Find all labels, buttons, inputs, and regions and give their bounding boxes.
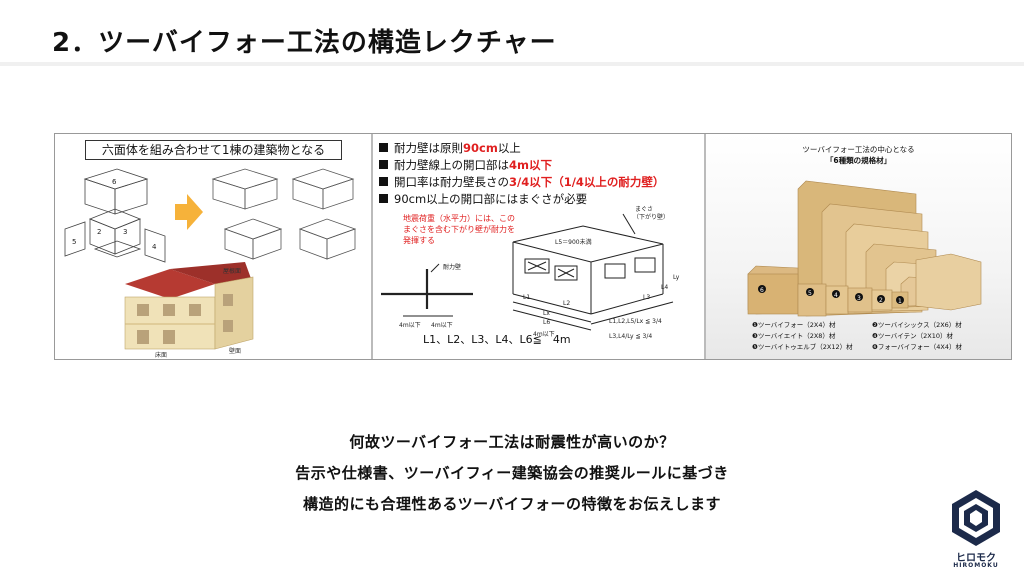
hanging-wall-label: （下がり壁） [633, 214, 670, 221]
message-line: 告示や仕様書、ツーバイフィー建築協会の推奨ルールに基づき [295, 464, 729, 482]
figure-strip: 6 2 3 5 4 [54, 133, 1012, 360]
lumber-number: 1 [898, 298, 902, 305]
logo-wordmark-en: HIROMOKU [953, 562, 999, 569]
dimension-label: 4m以下 [399, 322, 421, 329]
rules-panel: 耐力壁は原則90cm以上 耐力壁線上の開口部は4m以下 開口率は耐力壁長さの3/… [373, 134, 704, 359]
rule-item: 耐力壁線上の開口部は4m以下 [379, 157, 699, 174]
opening-formula: L1、L2、L3、L4、L6≦ 4m [423, 333, 571, 346]
lumber-number: 6 [760, 287, 764, 294]
title-divider [0, 62, 1024, 66]
arrow-right-icon [175, 194, 203, 230]
box-number: 4 [152, 243, 157, 251]
dimension-label: 4m以下 [431, 322, 453, 329]
legend-item: ❶ツーバイフォー（2X4）材 [752, 321, 836, 329]
lumber-panel: ツーバイフォー工法の中心となる 「6種類の規格材」 [706, 134, 1011, 359]
dimension-label: 4m以下 [533, 331, 555, 338]
legend-item: ❺ツーバイトゥエルブ（2X12）材 [752, 343, 853, 351]
rule-item: 開口率は耐力壁長さの3/4以下（1/4以上の耐力壁） [379, 174, 699, 191]
key-message: 何故ツーバイフォー工法は耐震性が高いのか？ 告示や仕様書、ツーバイフィー建築協会… [0, 427, 1024, 520]
bearing-wall-diagram [381, 213, 674, 331]
ratio-formula: L1,L2,L5/Lx ≦ 3/4 [609, 318, 662, 325]
lumber-heading: ツーバイフォー工法の中心となる 「6種類の規格材」 [802, 145, 915, 165]
dimension-label: Ly [673, 274, 680, 281]
seismic-note: 地震荷重（水平力）には、この まぐさを含む下がり壁が耐力を 発揮する [403, 214, 515, 245]
dimension-label: L5＝900未満 [555, 239, 592, 246]
box-number: 3 [123, 228, 127, 236]
hexahedron-illustration: 6 2 3 5 4 [64, 168, 357, 350]
lumber-number: 2 [879, 297, 883, 304]
box-number: 6 [112, 178, 117, 186]
logo-wordmark-jp: ヒロモク [956, 553, 996, 564]
ratio-formula: L3,L4/Ly ≦ 3/4 [609, 333, 653, 340]
rule-list: 耐力壁は原則90cm以上 耐力壁線上の開口部は4m以下 開口率は耐力壁長さの3/… [379, 140, 699, 208]
dimension-label: L4 [661, 284, 669, 291]
legend-item: ❹ツーバイテン（2X10）材 [872, 332, 953, 340]
hiromoku-logo-icon [952, 490, 1000, 546]
legend-item: ❸ツーバイエイト（2X8）材 [752, 332, 836, 340]
dimension-label: L2 [563, 300, 571, 307]
dimension-label: L3 [643, 294, 651, 301]
hexahedron-panel: 6 2 3 5 4 [55, 134, 371, 359]
dimension-label: L1 [523, 294, 531, 301]
roof-label: 屋根面 [223, 268, 242, 275]
lumber-number: 4 [834, 292, 838, 299]
lumber-legend: ❶ツーバイフォー（2X4）材 ❷ツーバイシックス（2X6）材 ❸ツーバイエイト（… [752, 320, 992, 352]
box-number: 5 [72, 238, 76, 246]
lumber-photo: 6 5 4 3 2 1 [747, 180, 982, 317]
legend-item: ❻フォーバイフォー（4X4）材 [872, 343, 962, 351]
floor-label: 床面 [155, 352, 168, 359]
hexahedron-caption: 六面体を組み合わせて1棟の建築物となる [85, 140, 342, 160]
bullet-square-icon [379, 143, 388, 152]
dimension-label: Lx [543, 310, 550, 317]
wall-label: 壁面 [229, 348, 242, 355]
lumber-number: 5 [808, 290, 812, 297]
box-number: 2 [97, 228, 101, 236]
slide-title: 2．ツーバイフォー工法の構造レクチャー [52, 28, 557, 58]
bullet-square-icon [379, 160, 388, 169]
legend-item: ❷ツーバイシックス（2X6）材 [872, 321, 962, 329]
message-line: 構造的にも合理性あるツーバイフォーの特徴をお伝えします [302, 495, 722, 513]
lintel-label: まぐさ [635, 206, 654, 213]
bullet-square-icon [379, 177, 388, 186]
bullet-square-icon [379, 194, 388, 203]
lumber-number: 3 [857, 295, 861, 302]
bearing-wall-label: 耐力壁 [443, 264, 462, 271]
rule-item: 90cm以上の開口部にはまぐさが必要 [379, 191, 699, 208]
dimension-label: L6 [543, 319, 551, 326]
message-line: 何故ツーバイフォー工法は耐震性が高いのか？ [349, 433, 675, 451]
rule-item: 耐力壁は原則90cm以上 [379, 140, 699, 157]
